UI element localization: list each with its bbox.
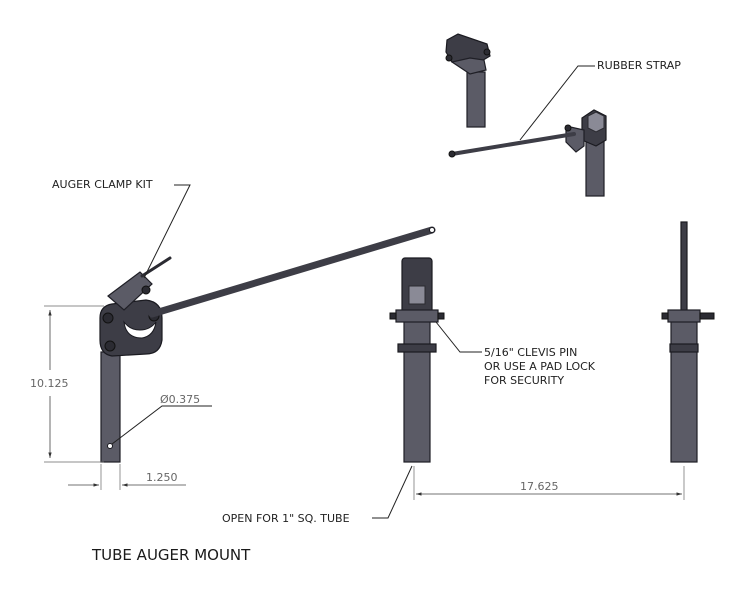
right-tube xyxy=(670,317,698,463)
side-clamp-lever xyxy=(107,271,153,311)
width-dimension: 1.250 xyxy=(68,464,186,490)
drawing-title: TUBE AUGER MOUNT xyxy=(91,546,251,564)
clevis-leader xyxy=(435,321,482,353)
open-tube-label: OPEN FOR 1" SQ. TUBE xyxy=(222,512,350,525)
auger-clamp-kit-label: AUGER CLAMP KIT xyxy=(52,178,153,191)
front-tube xyxy=(403,317,431,463)
rubber-strap-leader xyxy=(519,65,595,141)
iso-rubber-strap xyxy=(450,132,576,156)
iso-tube-left xyxy=(466,71,486,128)
right-pole xyxy=(680,221,688,315)
front-view-assembly xyxy=(389,257,445,463)
width-dimension-value: 1.250 xyxy=(146,471,178,484)
right-view-assembly xyxy=(661,221,715,463)
height-dimension: 10.125 xyxy=(30,305,104,463)
iso-clamp-assembly xyxy=(445,33,491,128)
clevis-label-line3: FOR SECURITY xyxy=(484,374,564,387)
height-dimension-value: 10.125 xyxy=(30,377,69,390)
open-tube-leader xyxy=(372,465,413,519)
clevis-label-line1: 5/16" CLEVIS PIN xyxy=(484,346,577,359)
side-rubber-strap xyxy=(148,226,436,318)
spacing-dimension-value: 17.625 xyxy=(520,480,559,493)
rubber-strap-label: RUBBER STRAP xyxy=(597,59,681,72)
iso-clamp-jaw xyxy=(450,57,487,75)
auger-clamp-kit-leader xyxy=(143,184,191,279)
spacing-dimension: 17.625 xyxy=(413,466,685,500)
front-clamp-plate xyxy=(395,309,439,323)
clevis-label-line2: OR USE A PAD LOCK xyxy=(484,360,596,373)
side-view-assembly xyxy=(99,226,436,463)
hole-diameter-value: Ø0.375 xyxy=(160,393,200,406)
iso-strap-assembly xyxy=(448,109,607,197)
hole-diameter-dimension: Ø0.375 xyxy=(111,393,212,445)
side-tube-hole xyxy=(107,443,113,449)
